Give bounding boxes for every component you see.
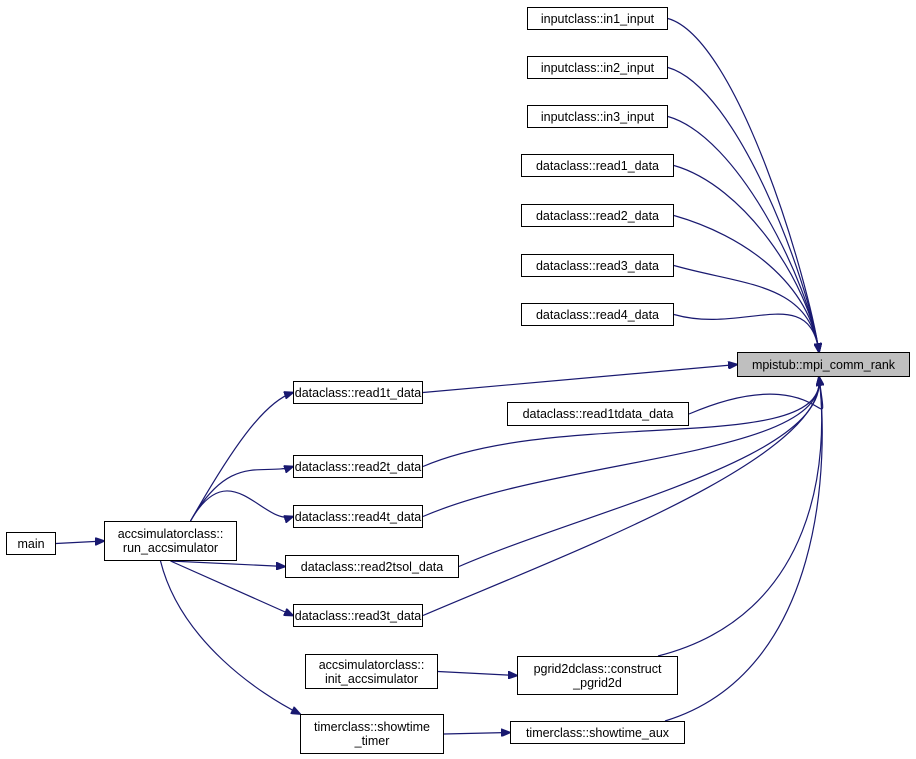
edge-read4t-to-mpi [422, 377, 819, 518]
node-label: dataclass::read2t_data [294, 459, 422, 474]
node-in2-input[interactable]: inputclass::in2_input [527, 56, 668, 79]
edge-read3-to-mpi [673, 264, 819, 353]
edge-main-to-runacc [55, 541, 104, 544]
edge-runacc-to-showtimer [159, 560, 301, 714]
node-label: pgrid2dclass::construct _pgrid2d [533, 661, 662, 690]
node-read4-data[interactable]: dataclass::read4_data [521, 303, 674, 326]
edge-read4-to-mpi [673, 313, 819, 352]
node-construct-pgrid2d[interactable]: pgrid2dclass::construct _pgrid2d [517, 656, 678, 695]
node-init-accsimulator[interactable]: accsimulatorclass:: init_accsimulator [305, 654, 438, 689]
node-label: dataclass::read1tdata_data [522, 407, 674, 421]
edge-runacc-to-read2tsol [170, 560, 286, 567]
node-label: mpistub::mpi_comm_rank [751, 357, 896, 372]
node-label: dataclass::read4_data [535, 307, 659, 322]
edge-initacc-to-pgrid [437, 670, 517, 676]
node-read1t-data[interactable]: dataclass::read1t_data [293, 381, 423, 404]
edge-runacc-to-read4t [189, 490, 294, 521]
node-label: dataclass::read2tsol_data [300, 559, 444, 574]
node-read2t-data[interactable]: dataclass::read2t_data [293, 455, 423, 478]
node-read3-data[interactable]: dataclass::read3_data [521, 254, 674, 277]
edge-showaux-to-mpi [664, 377, 822, 722]
node-label: inputclass::in2_input [540, 60, 655, 75]
node-in1-input[interactable]: inputclass::in1_input [527, 7, 668, 30]
edge-read2-to-mpi [673, 214, 819, 353]
node-read1tdata-data[interactable]: dataclass::read1tdata_data [507, 402, 689, 426]
node-label: accsimulatorclass:: init_accsimulator [318, 657, 425, 686]
node-read2-data[interactable]: dataclass::read2_data [521, 204, 674, 227]
node-label: dataclass::read1t_data [294, 385, 422, 400]
node-label: dataclass::read3t_data [294, 608, 422, 623]
node-in3-input[interactable]: inputclass::in3_input [527, 105, 668, 128]
edge-runacc-to-read1t [189, 393, 294, 522]
node-label: inputclass::in1_input [540, 11, 655, 26]
node-read3t-data[interactable]: dataclass::read3t_data [293, 604, 423, 627]
edge-read3t-to-mpi [422, 377, 819, 617]
node-read4t-data[interactable]: dataclass::read4t_data [293, 505, 423, 528]
node-label: main [17, 536, 45, 551]
node-label: dataclass::read1_data [535, 158, 659, 173]
edge-read1-to-mpi [673, 164, 819, 353]
node-label: timerclass::showtime _timer [314, 720, 430, 748]
node-read2tsol-data[interactable]: dataclass::read2tsol_data [285, 555, 459, 578]
edge-runacc-to-read3t [170, 560, 294, 616]
node-label: dataclass::read3_data [535, 258, 659, 273]
edge-read1t-to-mpi [422, 365, 737, 394]
edge-runacc-to-read2t [189, 467, 294, 522]
node-showtime-timer[interactable]: timerclass::showtime _timer [300, 714, 444, 754]
node-label: inputclass::in3_input [540, 109, 655, 124]
node-showtime-aux[interactable]: timerclass::showtime_aux [510, 721, 685, 744]
edge-read1tdata-to-mpi [688, 377, 823, 415]
node-read1-data[interactable]: dataclass::read1_data [521, 154, 674, 177]
edge-read2t-to-mpi [422, 377, 819, 468]
node-label: timerclass::showtime_aux [525, 725, 670, 740]
node-label: accsimulatorclass:: run_accsimulator [117, 527, 224, 555]
node-label: dataclass::read2_data [535, 208, 659, 223]
node-main[interactable]: main [6, 532, 56, 555]
edge-showtimer-to-showaux [443, 733, 510, 735]
node-mpi-comm-rank: mpistub::mpi_comm_rank [737, 352, 910, 377]
edge-in1-to-mpi [667, 17, 819, 353]
node-label: dataclass::read4t_data [294, 509, 422, 524]
node-run-accsimulator[interactable]: accsimulatorclass:: run_accsimulator [104, 521, 237, 561]
